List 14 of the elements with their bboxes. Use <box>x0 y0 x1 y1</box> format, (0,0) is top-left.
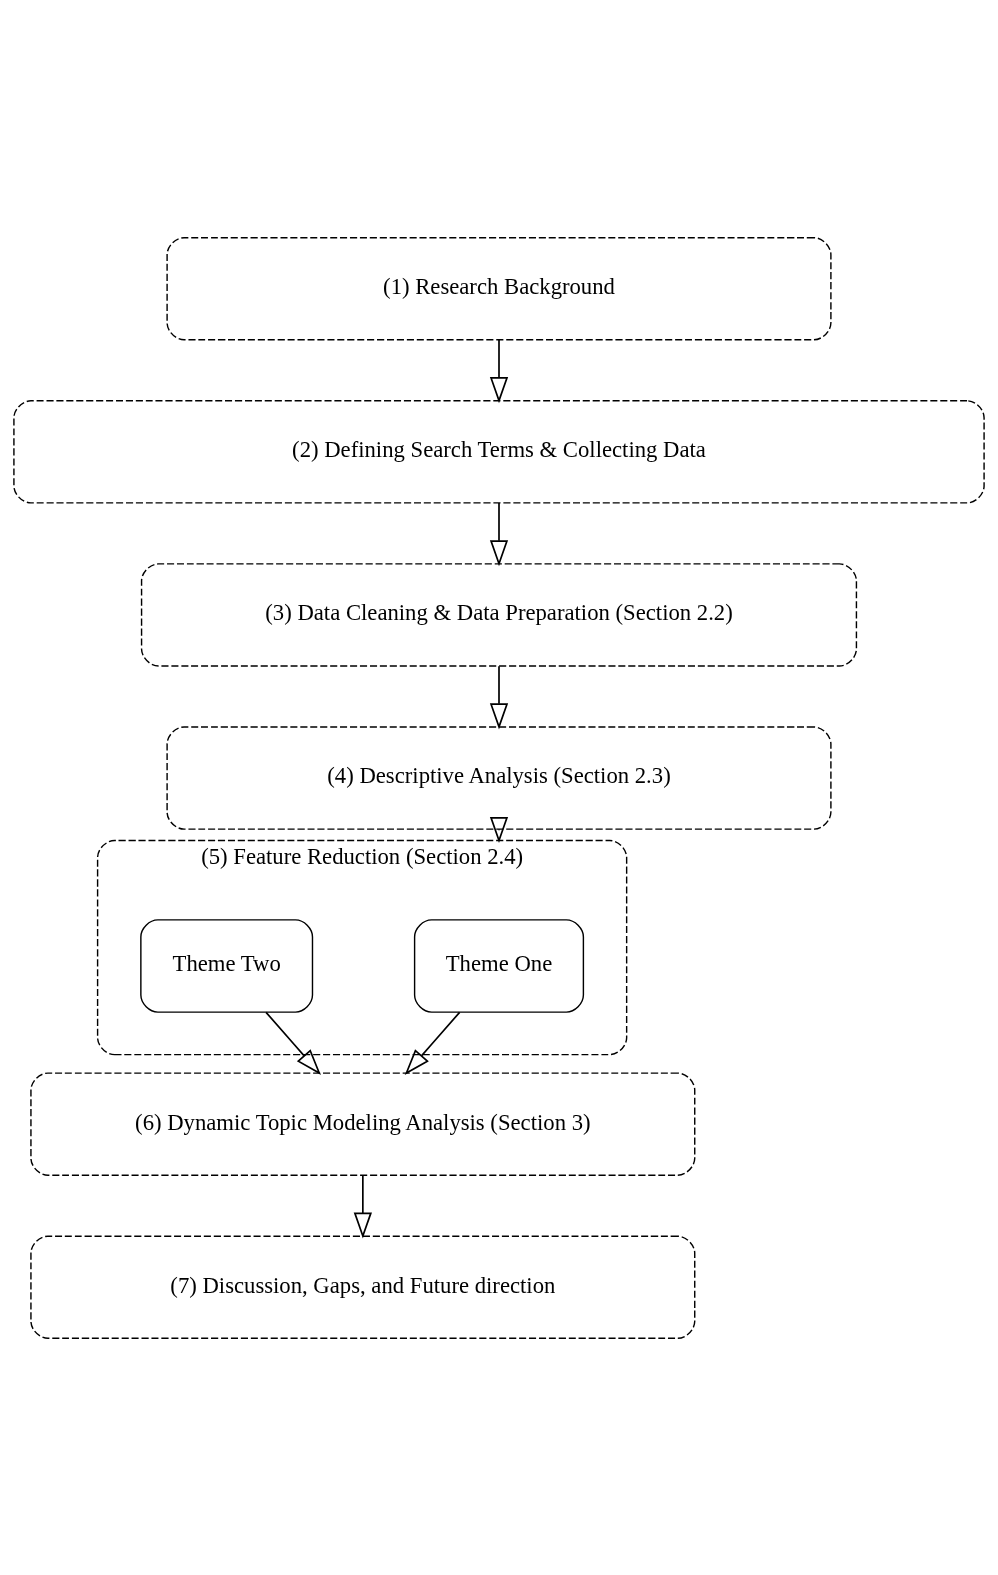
arrow <box>353 1174 372 1239</box>
arrow <box>489 338 509 403</box>
arrow <box>404 1011 461 1075</box>
arrow <box>489 664 509 729</box>
node-box: (1) Research Background <box>166 236 832 340</box>
arrow <box>489 501 509 566</box>
arrow <box>489 816 509 843</box>
node-box: (6) Dynamic Topic Modeling Analysis (Section 3) <box>30 1071 696 1176</box>
node-box: Theme Two <box>140 918 314 1013</box>
node-box: (2) Defining Search Terms & Collecting Data <box>13 399 985 504</box>
node-box: Theme One <box>413 918 585 1013</box>
node-box: (3) Data Cleaning & Data Preparation (Section 2.2) <box>140 562 858 667</box>
node-box: (7) Discussion, Gaps, and Future direction <box>30 1235 696 1339</box>
arrow <box>265 1011 321 1075</box>
